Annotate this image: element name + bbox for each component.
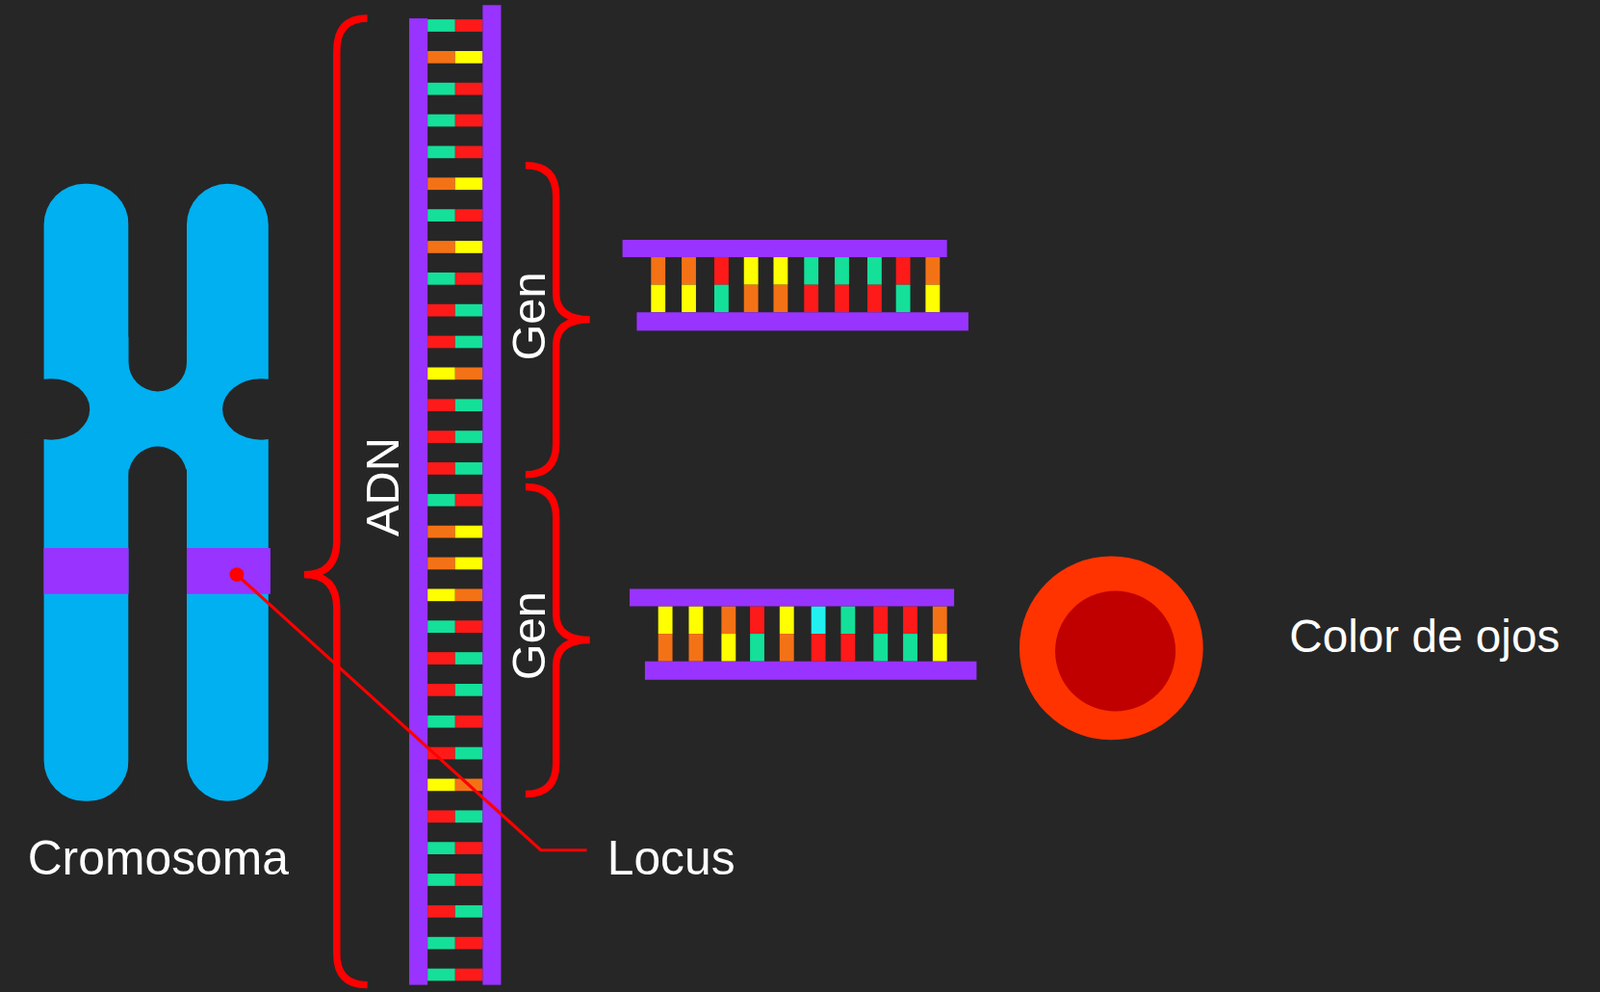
locus-leader: [236, 574, 588, 851]
locus-dot: [229, 567, 244, 582]
eye-iris: [1019, 556, 1204, 741]
gene-segment: [622, 239, 969, 331]
gene-label: Gen: [505, 271, 553, 361]
eye-pupil: [1055, 591, 1176, 712]
dna-strand: [409, 4, 501, 984]
gene-segment: [629, 588, 977, 679]
dna-label: ADN: [359, 437, 407, 537]
gene-label: Gen: [505, 591, 553, 680]
locus-label: Locus: [607, 832, 736, 881]
dna-brace: [304, 18, 368, 985]
chromosome: [0, 178, 310, 806]
trait-label: Color de ojos: [1289, 612, 1560, 659]
chromosome-label: Cromosoma: [27, 832, 289, 881]
